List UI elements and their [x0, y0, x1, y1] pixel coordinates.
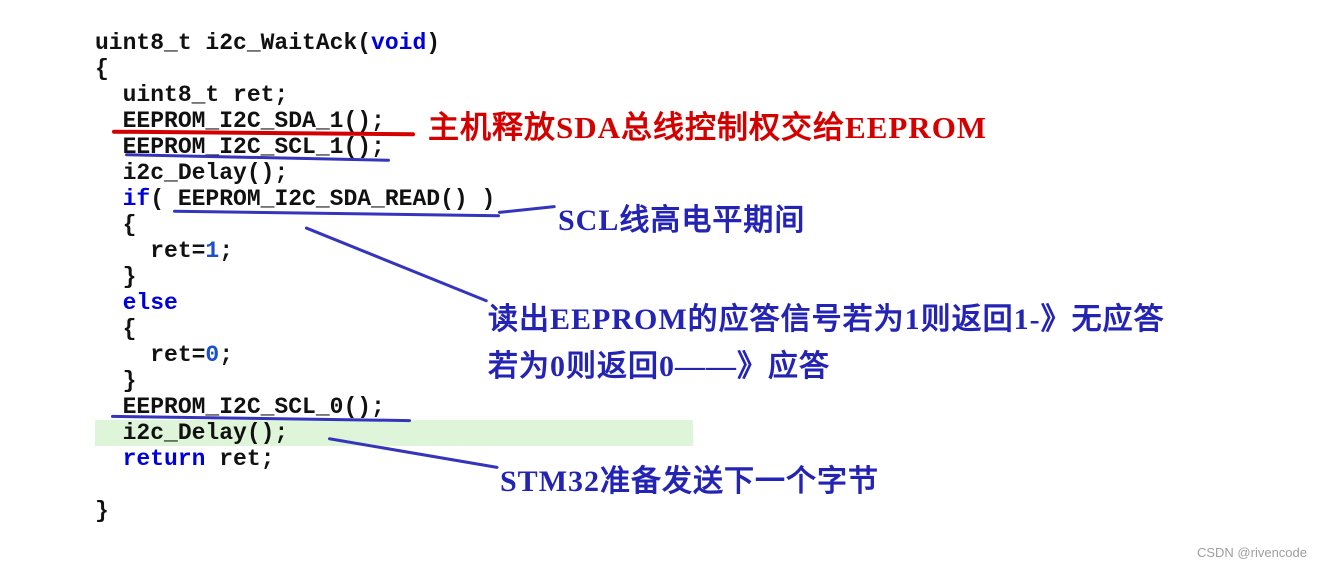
code-line: i2c_Delay(); — [95, 420, 693, 446]
code-line: } — [95, 498, 693, 524]
code-line: { — [95, 316, 693, 342]
code-line: uint8_t i2c_WaitAck(void) — [95, 30, 693, 56]
code-line: ret=0; — [95, 342, 693, 368]
code-line: EEPROM_I2C_SDA_1(); — [95, 108, 693, 134]
code-line: { — [95, 212, 693, 238]
csdn-watermark: CSDN @rivencode — [1196, 545, 1307, 560]
annotation-ack-line1: 读出EEPROM的应答信号若为1则返回1-》无应答 — [488, 303, 1165, 336]
code-line: { — [95, 56, 693, 82]
code-text: { — [95, 56, 109, 82]
code-text — [95, 186, 123, 212]
code-text: i2c_Delay(); — [95, 420, 289, 446]
code-line: } — [95, 264, 693, 290]
code-line: } — [95, 368, 693, 394]
code-text: EEPROM_I2C_SDA_1(); — [95, 108, 385, 134]
code-text: ret; — [205, 446, 275, 472]
code-text: ret= — [95, 342, 206, 368]
code-line: if( EEPROM_I2C_SDA_READ() ) — [95, 186, 693, 212]
code-keyword: else — [122, 290, 178, 316]
annotation-sda-release: 主机释放SDA总线控制权交给EEPROM — [428, 110, 988, 145]
code-text: } — [95, 498, 109, 524]
code-line: return ret; — [95, 446, 693, 472]
code-line: ret=1; — [95, 238, 693, 264]
code-text — [95, 446, 123, 472]
code-number: 1 — [205, 238, 220, 264]
code-text: { — [95, 212, 137, 238]
annotation-ack-line2: 若为0则返回0——》应答 — [488, 350, 830, 383]
code-line: i2c_Delay(); — [95, 160, 693, 186]
code-text — [95, 290, 123, 316]
code-text: } — [95, 368, 137, 394]
code-keyword: return — [122, 446, 206, 472]
annotation-scl-high: SCL线高电平期间 — [558, 204, 806, 237]
code-text: ( EEPROM_I2C_SDA_READ() ) — [150, 186, 496, 212]
code-keyword: if — [122, 186, 151, 212]
code-text: uint8_t ret; — [95, 82, 289, 108]
code-line: uint8_t ret; — [95, 82, 693, 108]
code-text: { — [95, 316, 137, 342]
code-text: ret= — [95, 238, 206, 264]
code-line: else — [95, 290, 693, 316]
code-text: } — [95, 264, 137, 290]
code-text: ; — [219, 342, 234, 368]
code-block: uint8_t i2c_WaitAck(void){ uint8_t ret; … — [95, 30, 693, 524]
annotation-next-byte: STM32准备发送下一个字节 — [500, 465, 880, 498]
code-text: uint8_t i2c_WaitAck( — [95, 30, 372, 56]
code-text: i2c_Delay(); — [95, 160, 289, 186]
code-text: ) — [426, 30, 441, 56]
code-keyword: void — [371, 30, 427, 56]
code-number: 0 — [205, 342, 220, 368]
code-text: ; — [219, 238, 234, 264]
